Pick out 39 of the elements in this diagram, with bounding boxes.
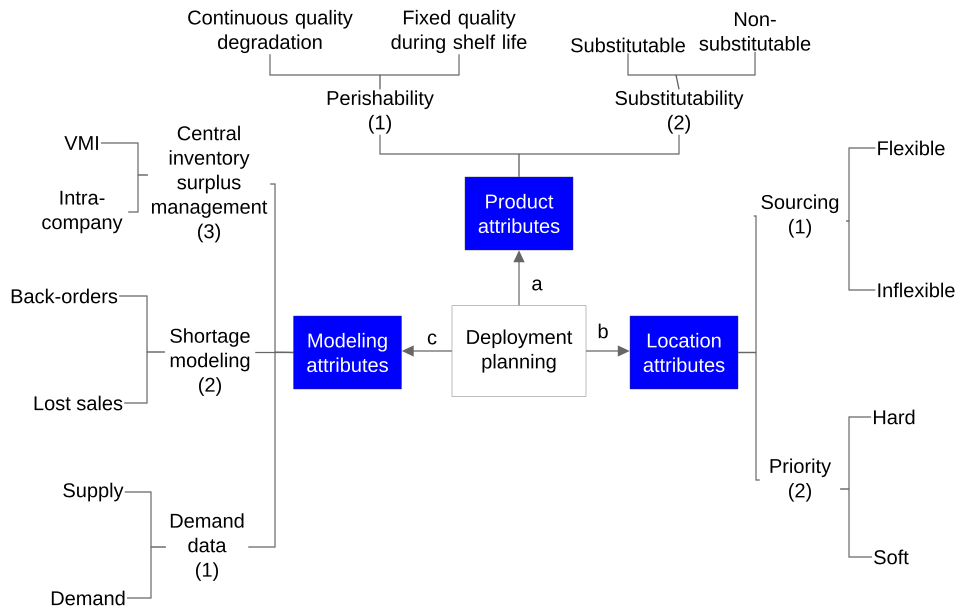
attribute-box: Location attributes (630, 316, 738, 390)
tree-connector (128, 174, 148, 213)
tree-connector (124, 351, 165, 404)
tree-connector (379, 54, 460, 90)
tree-label: Substitutable (571, 38, 685, 52)
tree-connector (846, 220, 876, 291)
tree-connector (518, 134, 680, 177)
edge-label: c (426, 332, 438, 346)
tree-label: Demand (52, 590, 124, 606)
tree-connector (738, 352, 760, 481)
tree-label: Supply (63, 482, 124, 502)
edge-label: a (530, 278, 544, 292)
tree-label: Flexible (878, 140, 945, 156)
tree-connector (840, 488, 872, 558)
edge-label: b (596, 322, 610, 340)
tree-label: Soft (874, 550, 909, 564)
tree-label: Intra-company (42, 190, 123, 234)
tree-connector (248, 351, 294, 548)
tree-connector (675, 52, 756, 90)
attribute-box: Product attributes (464, 176, 574, 250)
tree-label: Hard (874, 410, 914, 424)
tree-connector (127, 546, 166, 599)
tree-label: Lost sales (34, 396, 122, 410)
tree-label: Substitutability (2) (615, 90, 744, 134)
tree-label: Perishability (1) (328, 90, 434, 134)
tree-label: Back-orders (12, 288, 118, 304)
tree-label: Priority (2) (770, 458, 832, 502)
tree-label: Non-substitutable (699, 12, 810, 51)
tree-label: VMI (64, 136, 98, 150)
tree-label: Shortage modeling (2) (170, 328, 250, 396)
tree-label: Inflexible (878, 282, 955, 298)
tree-label: Central inventory surplus management (3) (152, 126, 268, 242)
tree-label: Sourcing (1) (761, 194, 838, 238)
attribute-box: Modeling attributes (293, 316, 402, 390)
tree-label: Fixed quality during shelf life (391, 10, 526, 54)
tree-label: Continuous quality degradation (188, 10, 353, 54)
tree-connector (846, 147, 876, 222)
tree-label: Demand data (1) (170, 513, 244, 581)
process-box: Deployment planning (452, 305, 586, 397)
